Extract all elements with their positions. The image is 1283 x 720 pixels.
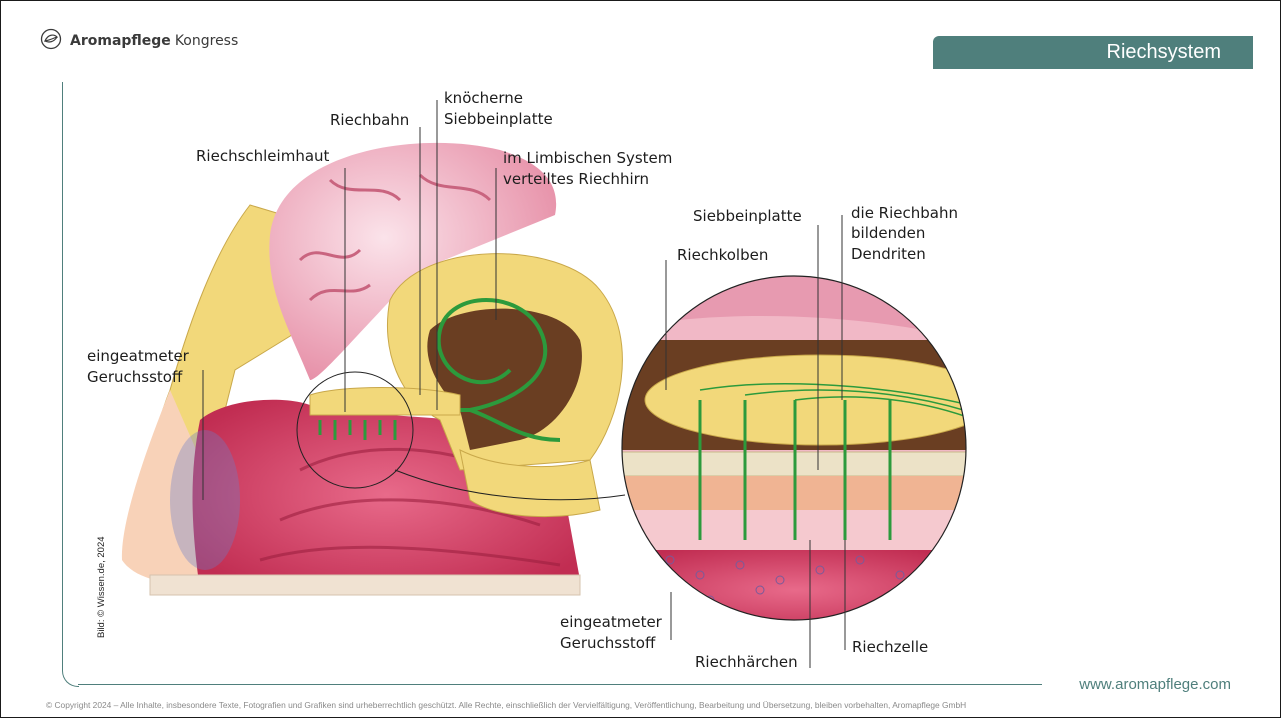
label-limbic-2: verteiltes Riechhirn bbox=[503, 170, 649, 188]
odor-cloud bbox=[170, 430, 240, 570]
label-geruchsstoff-left-2: Geruchsstoff bbox=[87, 368, 183, 386]
label-geruchsstoff-right-2: Geruchsstoff bbox=[560, 634, 656, 652]
label-dendriten-3: Dendriten bbox=[851, 245, 926, 263]
label-riechzelle: Riechzelle bbox=[852, 638, 928, 656]
label-dendriten-1: die Riechbahn bbox=[851, 204, 958, 222]
website-link[interactable]: www.aromapflege.com bbox=[1079, 676, 1231, 693]
label-dendriten-2: bildenden bbox=[851, 224, 925, 242]
label-geruchsstoff-left-1: eingeatmeter bbox=[87, 347, 190, 365]
label-riechschleimhaut: Riechschleimhaut bbox=[196, 147, 330, 165]
label-riechbahn: Riechbahn bbox=[330, 111, 409, 129]
copyright-notice: © Copyright 2024 – Alle Inhalte, insbeso… bbox=[46, 700, 966, 710]
zoom-detail bbox=[620, 270, 995, 630]
label-limbic-1: im Limbischen System bbox=[503, 149, 672, 167]
label-riechkolben: Riechkolben bbox=[677, 246, 768, 264]
palate bbox=[150, 575, 580, 595]
label-knoecherne-1: knöcherne bbox=[444, 89, 523, 107]
image-credit: Bild: © Wissen.de, 2024 bbox=[96, 536, 107, 638]
label-knoecherne-2: Siebbeinplatte bbox=[444, 110, 553, 128]
label-geruchsstoff-right-1: eingeatmeter bbox=[560, 613, 663, 631]
label-siebbeinplatte: Siebbeinplatte bbox=[693, 207, 802, 225]
label-riechhaerchen: Riechhärchen bbox=[695, 653, 798, 671]
